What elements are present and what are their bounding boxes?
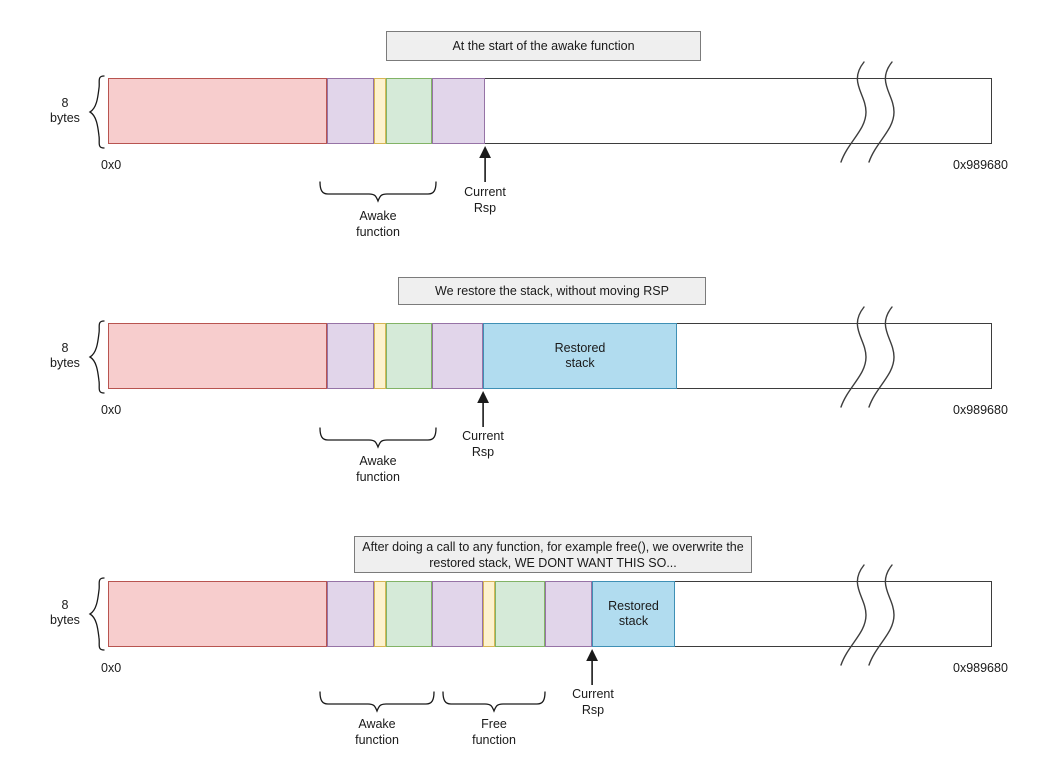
free-label-line1: Free <box>481 717 507 731</box>
awake-label-line2: function <box>356 470 400 484</box>
segment-awake-frame-a <box>327 323 374 389</box>
panel-1-awake-function-label: Awake function <box>328 208 428 240</box>
awake-label-line1: Awake <box>358 717 396 731</box>
panel-2-size-brace <box>86 319 108 395</box>
restored-stack-label: Restored stack <box>593 582 674 646</box>
segment-awake-frame-d <box>432 78 485 144</box>
panel-1-size-brace <box>86 74 108 150</box>
segment-restored-stack: Restored stack <box>483 323 677 389</box>
panel-3-caption: After doing a call to any function, for … <box>354 536 752 573</box>
restored-label-line1: Restored <box>608 599 659 613</box>
rsp-label-line1: Current <box>464 185 506 199</box>
panel-3-rsp-label: Current Rsp <box>543 686 643 718</box>
panel-2-start-address: 0x0 <box>101 403 122 417</box>
awake-label-line2: function <box>356 225 400 239</box>
segment-awake-frame-d <box>432 581 483 647</box>
panel-1-rsp-arrow <box>478 146 494 182</box>
panel-3-free-function-label: Free function <box>444 716 544 748</box>
rsp-label-line2: Rsp <box>471 445 495 459</box>
segment-restored-stack: Restored stack <box>592 581 675 647</box>
panel-3-size-label: 8 bytes <box>40 598 90 628</box>
segment-free-frame-a <box>483 581 495 647</box>
panel-3-awake-function-label: Awake function <box>327 716 427 748</box>
panel-2-caption-text: We restore the stack, without moving RSP <box>435 284 669 298</box>
segment-awake-frame-c <box>386 581 432 647</box>
segment-awake-frame-c <box>386 78 432 144</box>
size-unit: bytes <box>50 613 80 627</box>
panel-2-awake-function-brace <box>319 427 437 449</box>
segment-awake-frame-d <box>432 323 483 389</box>
panel-1-rsp-label: Current Rsp <box>435 184 535 216</box>
panel-3-size-brace <box>86 576 108 652</box>
segment-awake-frame-b <box>374 78 386 144</box>
segment-awake-frame-a <box>327 78 374 144</box>
rsp-label-line2: Rsp <box>581 703 605 717</box>
panel-2-rsp-arrow <box>476 391 492 427</box>
segment-awake-frame-b <box>374 323 386 389</box>
panel-1-memory-bar <box>108 78 992 144</box>
segment-used-memory <box>108 323 327 389</box>
panel-3-awake-function-brace <box>319 691 435 713</box>
awake-label-line1: Awake <box>359 209 397 223</box>
segment-awake-frame-b <box>374 581 386 647</box>
segment-used-memory <box>108 78 327 144</box>
panel-2-end-address: 0x989680 <box>953 403 1008 417</box>
panel-1-caption: At the start of the awake function <box>386 31 701 61</box>
size-unit: bytes <box>50 356 80 370</box>
panel-2-size-label: 8 bytes <box>40 341 90 371</box>
awake-label-line2: function <box>355 733 399 747</box>
panel-3-rsp-arrow <box>585 649 601 685</box>
panel-1-caption-text: At the start of the awake function <box>452 39 635 53</box>
panel-3-caption-text: After doing a call to any function, for … <box>362 539 744 570</box>
segment-free-frame-c <box>545 581 592 647</box>
size-value: 8 <box>61 96 69 110</box>
panel-2-awake-function-label: Awake function <box>328 453 428 485</box>
free-label-line2: function <box>472 733 516 747</box>
panel-2-break-marks <box>840 305 902 409</box>
restored-label-line2: stack <box>565 356 595 370</box>
size-unit: bytes <box>50 111 80 125</box>
panel-3-end-address: 0x989680 <box>953 661 1008 675</box>
panel-3-start-address: 0x0 <box>101 661 122 675</box>
panel-1-start-address: 0x0 <box>101 158 122 172</box>
panel-3-free-function-brace <box>442 691 546 713</box>
rsp-label-line1: Current <box>572 687 614 701</box>
panel-1-break-marks <box>840 60 902 164</box>
panel-3-break-marks <box>840 563 902 667</box>
panel-2-memory-bar: Restored stack <box>108 323 992 389</box>
panel-1-awake-function-brace <box>319 181 437 203</box>
segment-used-memory <box>108 581 327 647</box>
rsp-label-line2: Rsp <box>473 201 497 215</box>
restored-label-line1: Restored <box>554 341 606 355</box>
awake-label-line1: Awake <box>359 454 397 468</box>
panel-2-rsp-label: Current Rsp <box>433 428 533 460</box>
rsp-label-line1: Current <box>462 429 504 443</box>
panel-1-size-label: 8 bytes <box>40 96 90 126</box>
restored-label-line2: stack <box>618 614 649 628</box>
restored-stack-label: Restored stack <box>484 324 676 388</box>
panel-3-memory-bar: Restored stack <box>108 581 992 647</box>
panel-1-end-address: 0x989680 <box>953 158 1008 172</box>
size-value: 8 <box>61 341 69 355</box>
segment-free-frame-b <box>495 581 545 647</box>
segment-awake-frame-c <box>386 323 432 389</box>
segment-awake-frame-a <box>327 581 374 647</box>
panel-2-caption: We restore the stack, without moving RSP <box>398 277 706 305</box>
size-value: 8 <box>61 598 69 612</box>
